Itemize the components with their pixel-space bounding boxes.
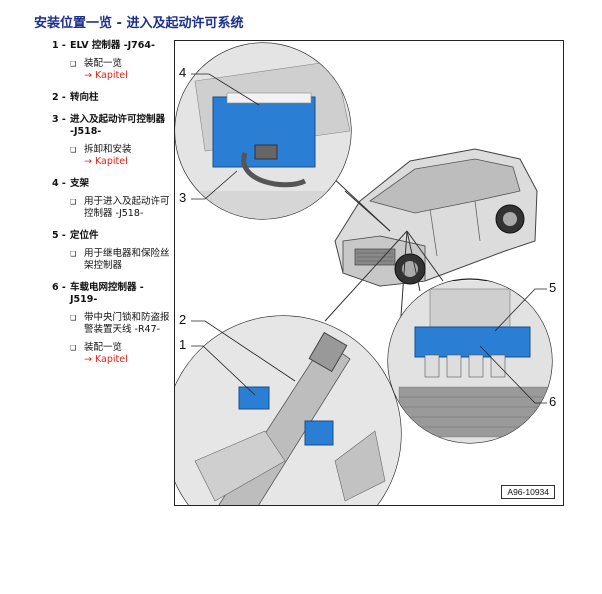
item-label: ELV 控制器 -J764-	[70, 40, 155, 51]
callout-2: 2	[179, 312, 187, 327]
sub-text: 用于进入及起动许可控制器 -J518-	[84, 196, 170, 219]
item-number: 3 -	[52, 114, 66, 125]
item-label: 定位件	[70, 230, 99, 241]
item-number: 2 -	[52, 92, 66, 103]
callout-6: 6	[549, 394, 557, 409]
page-title: 安装位置一览 - 进入及起动许可系统	[34, 16, 244, 31]
parts-legend: 1 - ELV 控制器 -J764- ❑ 装配一览 → Kapitel 2 - …	[52, 40, 170, 376]
bullet-icon: ❑	[70, 314, 77, 322]
legend-item-2: 2 - 转向柱	[52, 92, 170, 104]
sub-text: 装配一览	[84, 58, 123, 69]
installation-figure: 4 3 2 1 5 6 A96-10934	[174, 40, 564, 506]
legend-item-5: 5 - 定位件 ❑ 用于继电器和保险丝架控制器	[52, 230, 170, 272]
bullet-icon: ❑	[70, 146, 77, 154]
leader-lines	[191, 73, 547, 404]
item-number: 1 -	[52, 40, 66, 51]
callout-4: 4	[179, 65, 187, 80]
car-drawing	[334, 148, 538, 287]
item-label: 车载电网控制器 -J519-	[70, 282, 144, 305]
bullet-icon: ❑	[70, 250, 77, 258]
bullet-icon: ❑	[70, 198, 77, 206]
detail-circle-j518	[175, 42, 352, 220]
sub-text: 用于继电器和保险丝架控制器	[84, 248, 170, 271]
figure-illustration	[175, 42, 553, 505]
kapitel-link[interactable]: → Kapitel	[84, 354, 128, 365]
legend-item-1: 1 - ELV 控制器 -J764- ❑ 装配一览 → Kapitel	[52, 40, 170, 82]
detail-circle-j519	[387, 278, 553, 444]
sub-text: 装配一览	[84, 342, 123, 353]
sub-text: 带中央门锁和防盗报警装置天线 -R47-	[84, 312, 170, 335]
figure-code: A96-10934	[501, 485, 555, 499]
bullet-icon: ❑	[70, 344, 77, 352]
callout-3: 3	[179, 190, 187, 205]
detail-circle-steering-column	[175, 315, 402, 505]
legend-item-4: 4 - 支架 ❑ 用于进入及起动许可控制器 -J518-	[52, 178, 170, 220]
item-number: 5 -	[52, 230, 66, 241]
item-label: 转向柱	[70, 92, 99, 103]
legend-item-3: 3 - 进入及起动许可控制器 -J518- ❑ 拆卸和安装 → Kapitel	[52, 114, 170, 168]
legend-item-6: 6 - 车载电网控制器 -J519- ❑ 带中央门锁和防盗报警装置天线 -R47…	[52, 282, 170, 366]
item-label: 进入及起动许可控制器 -J518-	[70, 114, 166, 137]
bullet-icon: ❑	[70, 60, 77, 68]
sub-text: 拆卸和安装	[84, 144, 132, 155]
item-label: 支架	[70, 178, 90, 189]
callout-1: 1	[179, 337, 187, 352]
callout-5: 5	[549, 280, 557, 295]
item-number: 6 -	[52, 282, 66, 293]
kapitel-link[interactable]: → Kapitel	[84, 70, 128, 81]
kapitel-link[interactable]: → Kapitel	[84, 156, 128, 167]
item-number: 4 -	[52, 178, 66, 189]
